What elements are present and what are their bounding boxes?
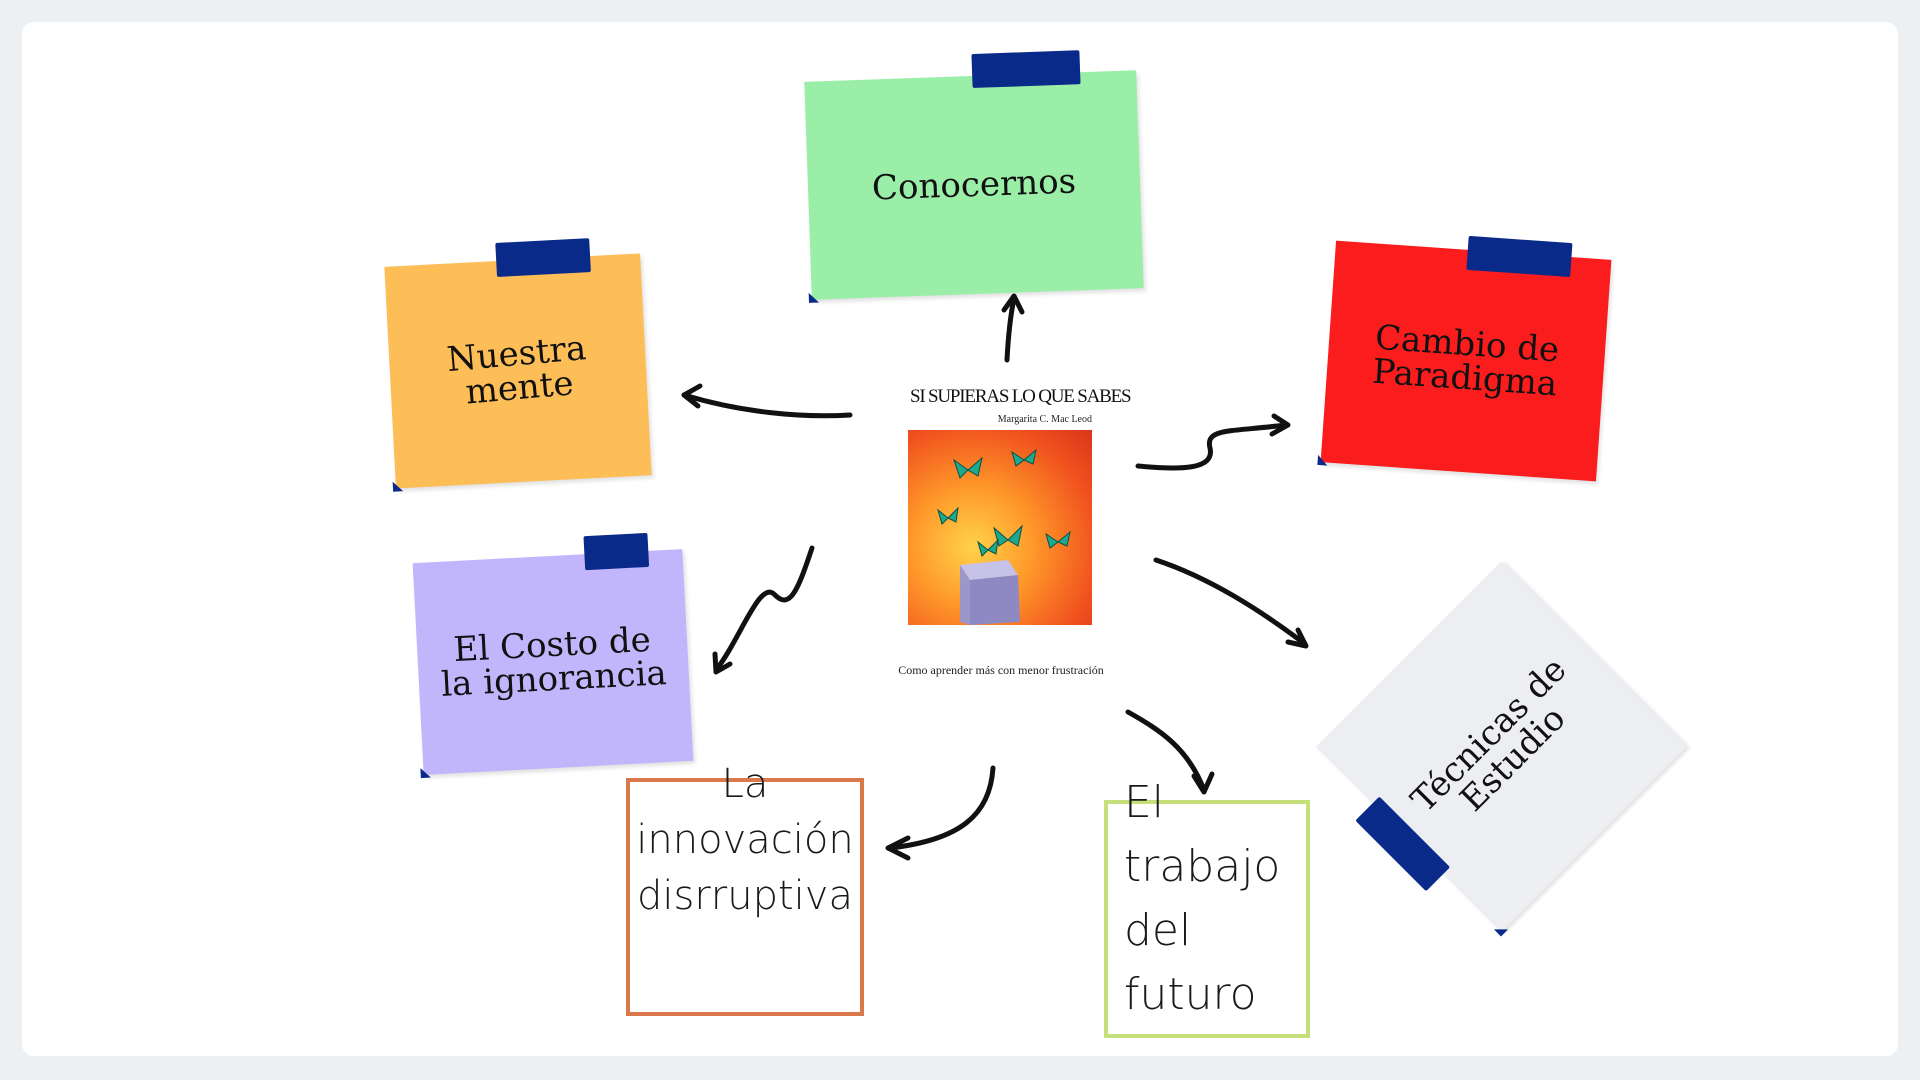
arrowhead	[1269, 413, 1291, 437]
arrowhead	[681, 383, 703, 409]
arrow-to-trabajo-futuro	[1125, 709, 1207, 793]
arrow-to-conocernos	[1004, 295, 1017, 363]
box-trabajo-futuro[interactable]: El trabajo del futuro	[1104, 777, 1310, 1038]
arrow-to-nuestra-mente	[681, 392, 853, 419]
butterflies-cube-illustration	[937, 448, 1071, 625]
arrow-to-costo-ignorancia	[713, 545, 815, 673]
arrowhead	[1285, 627, 1309, 649]
arrow-to-cambio-paradigma	[1135, 422, 1289, 471]
box-label: La innovación disrruptiva	[636, 761, 854, 919]
book-subtitle: Como aprender más con menor frustración	[898, 663, 1104, 677]
book-illustration	[908, 430, 1092, 625]
arrowhead	[885, 835, 911, 861]
book-cover-center[interactable]: SI SUPIERAS LO QUE SABES Margarita C. Ma…	[880, 380, 1132, 710]
box-label: El trabajo del futuro	[1124, 777, 1281, 1020]
book-author: Margarita C. Mac Leod	[997, 414, 1092, 425]
arrowhead	[1001, 293, 1025, 315]
arrow-to-innovacion	[887, 765, 996, 851]
book-title: SI SUPIERAS LO QUE SABES	[910, 386, 1132, 407]
box-innovacion[interactable]: La innovación disrruptiva	[626, 761, 864, 1016]
arrow-to-tecnicas-estudio	[1153, 557, 1308, 647]
arrowhead	[1191, 771, 1215, 795]
arrowhead	[712, 651, 733, 675]
